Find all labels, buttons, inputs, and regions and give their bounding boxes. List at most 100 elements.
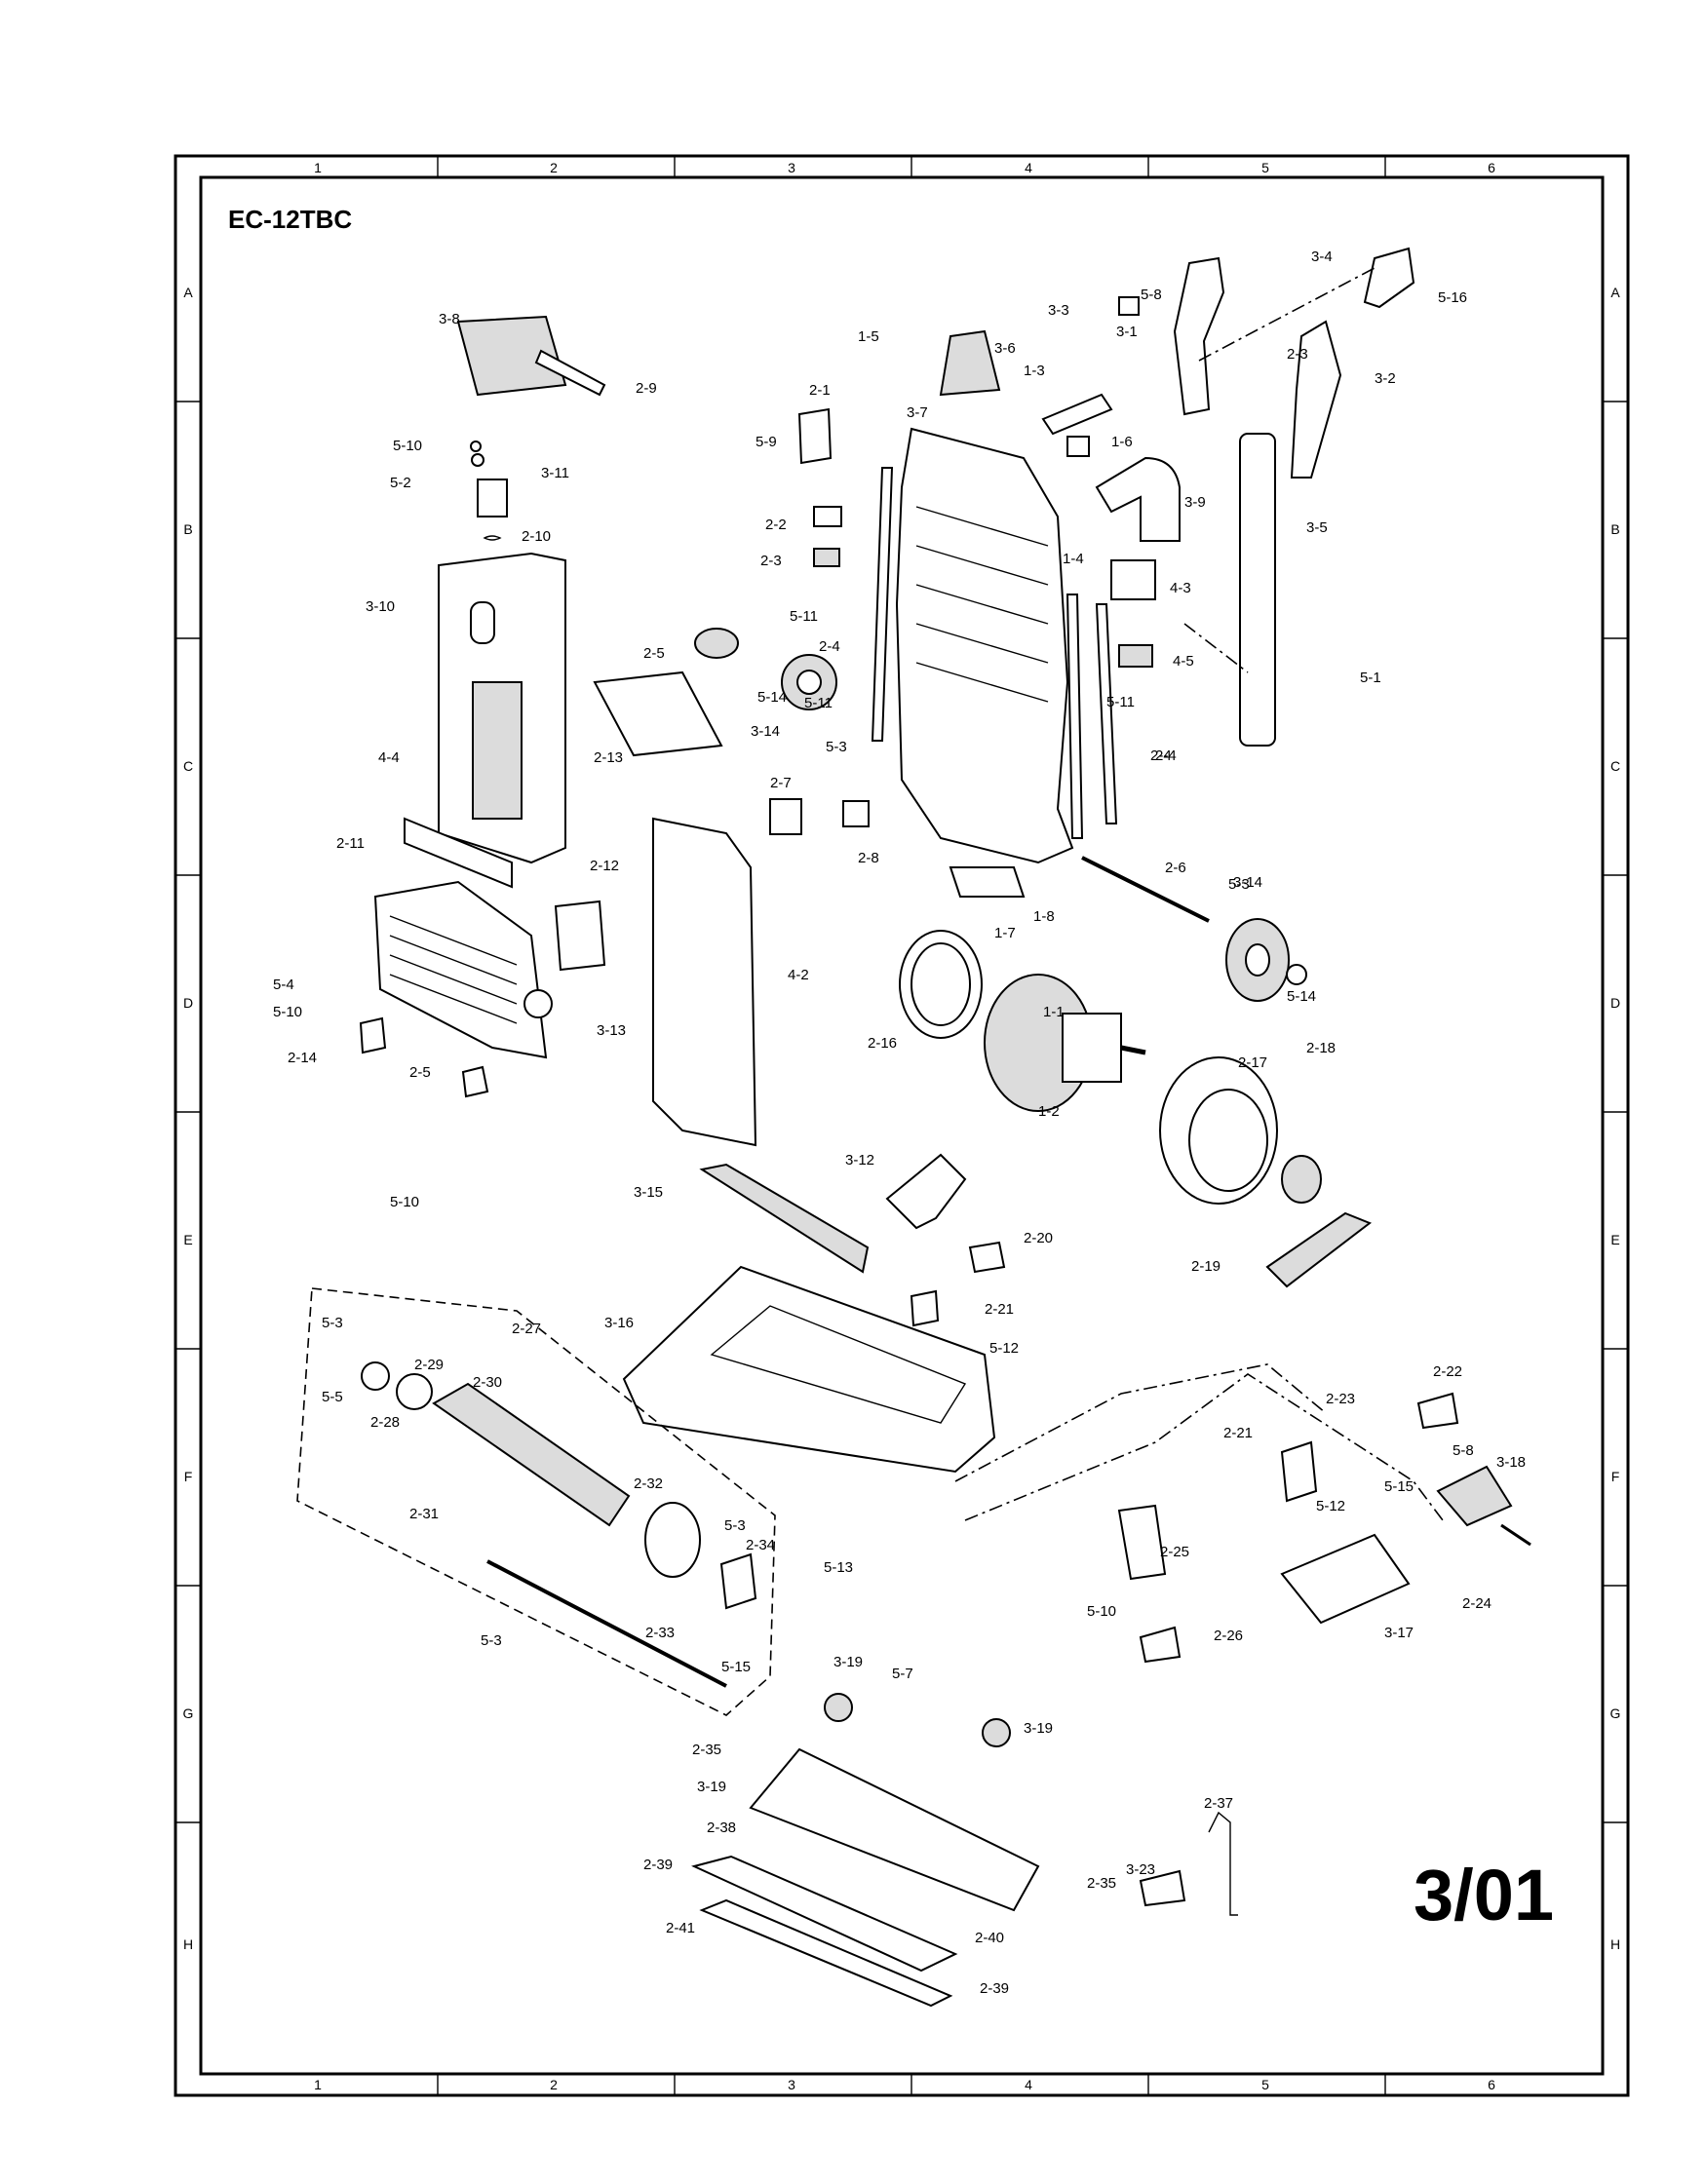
callout-2-3-11: 2-3 [1287,346,1308,363]
part-3-13-grille [389,915,518,1024]
callout-2-8-19: 2-8 [858,850,879,866]
callout-3-5-58: 3-5 [1306,519,1328,536]
callout-2-32-43: 2-32 [634,1475,663,1492]
callout-2-19-29: 2-19 [1191,1258,1221,1275]
row-label-left-A: A [183,285,193,300]
callout-2-37-48: 2-37 [1204,1795,1233,1812]
callout-2-23-34: 2-23 [1326,1391,1355,1407]
part-3-9-elbow [1095,456,1181,542]
callout-5-10-96: 5-10 [390,1194,419,1210]
callout-5-2-82: 5-2 [390,475,411,491]
column-label-bottom-2: 2 [550,2077,558,2092]
callout-3-19-75: 3-19 [697,1779,726,1795]
callout-3-11-64: 3-11 [541,465,569,481]
callout-4-5-80: 4-5 [1173,653,1194,670]
callout-5-14-105: 5-14 [757,689,787,706]
part-3-19-wheel-left [824,1693,853,1722]
callout-5-1-81: 5-1 [1360,670,1381,686]
part-2-27-assembly-outline [296,1287,776,1716]
inner-frame [199,175,1605,2076]
callout-2-39-51: 2-39 [980,1980,1009,1997]
row-label-right-H: H [1610,1936,1620,1952]
callout-2-25-36: 2-25 [1160,1544,1189,1560]
row-label-left-B: B [183,521,192,537]
callout-2-41-53: 2-41 [666,1920,695,1936]
row-label-left-F: F [184,1469,193,1484]
callout-3-9-62: 3-9 [1184,494,1206,511]
callout-2-34-45: 2-34 [746,1537,775,1553]
part-1-8-holder [949,866,1026,898]
column-label-top-4: 4 [1025,160,1032,175]
part-3-8-cover [456,315,567,397]
part-2-39-strip-lower [699,1898,953,2008]
callout-1-3-2: 1-3 [1024,363,1045,379]
part-5-10-screw [470,441,482,452]
part-2-14-bracket [359,1016,387,1054]
callout-1-4-3: 1-4 [1063,551,1084,567]
callout-4-2-77: 4-2 [788,967,809,983]
column-label-top-2: 2 [550,160,558,175]
callout-5-7-90: 5-7 [892,1666,913,1682]
part-3-19-wheel-right [982,1718,1011,1747]
callout-2-21-32: 2-21 [1223,1425,1253,1441]
callout-3-8-61: 3-8 [439,311,460,327]
callout-3-3-56: 3-3 [1048,302,1069,319]
callout-3-15-69: 3-15 [634,1184,663,1201]
part-3-12-hose [885,1153,967,1230]
part-4-5-label [1118,644,1153,668]
model-title: EC-12TBC [228,205,352,234]
callout-2-20-30: 2-20 [1024,1230,1053,1246]
callout-5-3-86: 5-3 [826,739,847,755]
callout-2-11-22: 2-11 [336,835,365,852]
callout-5-15-107: 5-15 [721,1659,751,1675]
callout-5-8-92: 5-8 [1453,1442,1474,1459]
callout-2-35-47: 2-35 [1087,1875,1116,1892]
link-line-3 [1183,623,1249,673]
part-4-3-label [1110,559,1156,600]
part-3-14-hub [796,670,822,695]
callout-2-21-31: 2-21 [985,1301,1014,1318]
callout-5-12-102: 5-12 [1316,1498,1345,1514]
row-label-left-E: E [183,1232,192,1247]
part-3-13-dust-compartment [373,880,548,1059]
part-2-21-clip [910,1289,940,1327]
callout-2-38-49: 2-38 [707,1820,736,1836]
callout-5-4-88: 5-4 [273,977,294,993]
link-line-2 [964,1373,1444,1521]
part-2-4-strip-mid [1066,594,1084,839]
callout-2-5-16: 2-5 [409,1064,431,1081]
part-3-18-pedal-cover [1436,1465,1513,1527]
part-1-3-plug [1041,393,1113,436]
link-line-4 [1198,267,1376,362]
callout-3-13-66: 3-13 [597,1022,626,1039]
part-2-5-bracket-lower [461,1065,489,1098]
part-1-6-clamp [1066,436,1090,457]
part-2-30-brush-roll [432,1382,631,1527]
callout-2-6-17: 2-6 [1165,860,1186,876]
part-3-16-recess [710,1305,967,1424]
part-3-4-cap [1363,247,1415,309]
callout-5-3-83: 5-3 [322,1315,343,1331]
callout-5-11-100: 5-11 [1106,694,1135,710]
part-2-10-spring [483,535,502,541]
callout-2-2-9: 2-2 [765,517,787,533]
callout-3-17-71: 3-17 [1384,1625,1414,1641]
callout-3-7-60: 3-7 [907,404,928,421]
part-2-4-strip-right [1095,603,1118,824]
callout-3-1-54: 3-1 [1116,324,1138,340]
callout-1-2-1: 1-2 [1038,1103,1060,1120]
part-2-6-axle [1081,856,1210,923]
callout-3-16-70: 3-16 [604,1315,634,1331]
callout-5-15-106: 5-15 [1384,1478,1414,1495]
link-line-1 [954,1363,1327,1482]
callout-3-6-59: 3-6 [994,340,1016,357]
part-2-37-wire [1208,1811,1238,1916]
callout-3-23-76: 3-23 [1126,1861,1155,1878]
part-2-1-clip [797,407,833,465]
callout-2-31-42: 2-31 [409,1506,439,1522]
part-2-13-pad [593,671,723,757]
callout-3-14-68: 3-14 [1233,874,1262,891]
part-2-39-strip [691,1855,958,1973]
part-2-19-belt [1265,1211,1373,1288]
